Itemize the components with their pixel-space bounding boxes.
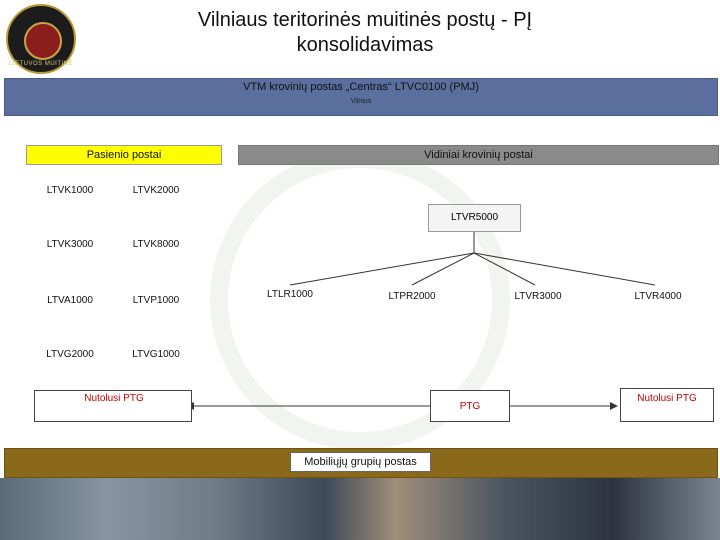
mobile-groups-label: Mobiliųjų grupių postas [290, 452, 431, 472]
line-to-ltlr1000 [289, 252, 475, 286]
line-to-ltvr3000 [473, 252, 536, 286]
post-ltpr2000: LTPR2000 [388, 291, 436, 302]
hub-ltvr5000: LTVR5000 [428, 204, 521, 232]
coat-of-arms-icon [24, 22, 62, 60]
customs-logo: LIETUVOS MUITINĖ [6, 4, 76, 74]
post-ltvg1000: LTVG1000 [132, 349, 180, 360]
main-post-label: VTM krovinių postas „Centras“ LTVC0100 (… [243, 81, 479, 93]
page-title: Vilniaus teritorinės muitinės postų - PĮ… [197, 9, 533, 56]
remote-ptg-left-label: Nutolusi PTG [84, 393, 144, 404]
ptg-center-label: PTG [459, 401, 481, 412]
main-post-box [4, 78, 718, 116]
post-ltvk3000: LTVK3000 [46, 239, 94, 250]
post-ltvr3000: LTVR3000 [514, 291, 562, 302]
remote-ptg-right-label: Nutolusi PTG [637, 393, 697, 404]
post-ltvk2000: LTVK2000 [132, 185, 180, 196]
arrow-right-icon [610, 402, 618, 410]
logo-text: LIETUVOS MUITINĖ [8, 61, 73, 67]
post-ltvk8000: LTVK8000 [132, 239, 180, 250]
main-post-location: Vilnius [350, 98, 372, 105]
post-ltvp1000: LTVP1000 [132, 295, 180, 306]
post-ltvk1000: LTVK1000 [46, 185, 94, 196]
post-ltvr4000: LTVR4000 [634, 291, 682, 302]
line-to-ltvr4000 [473, 252, 656, 286]
post-ltva1000: LTVA1000 [47, 295, 93, 306]
post-ltvg2000: LTVG2000 [46, 349, 94, 360]
remote-ptg-right-box [620, 388, 714, 422]
inland-posts-header: Vidiniai krovinių postai [238, 145, 719, 165]
remote-ptg-left-box [34, 390, 192, 422]
ptg-center-box [430, 390, 510, 422]
line-to-ltpr2000 [411, 252, 475, 286]
border-posts-header: Pasienio postai [26, 145, 222, 165]
post-ltlr1000: LTLR1000 [267, 289, 313, 300]
photo-strip [0, 478, 720, 540]
